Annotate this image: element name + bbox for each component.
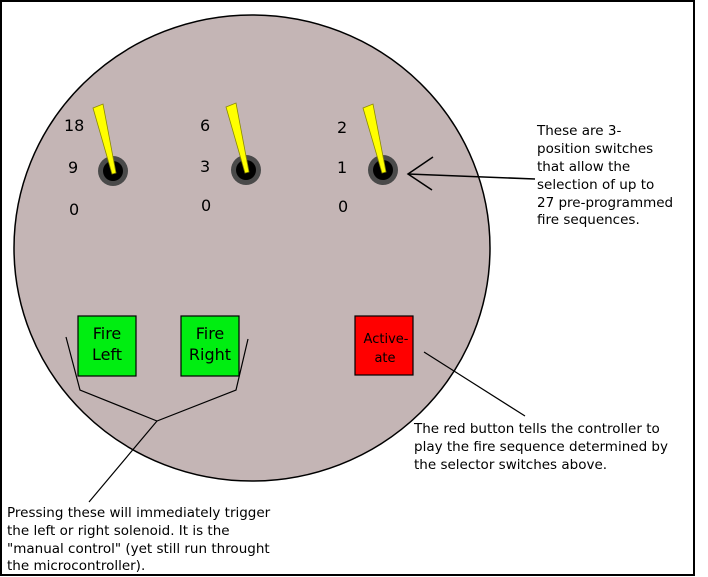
fire-note-line4: the microcontroller).	[7, 558, 145, 574]
switch-2-label-bottom: 0	[201, 196, 211, 215]
switch-2-label-top: 6	[200, 116, 210, 135]
fire-right-label-line2: Right	[189, 345, 231, 364]
switch-3-label-mid: 1	[337, 158, 347, 177]
switch-annotation-arrow	[406, 156, 536, 191]
switches-annotation: These are 3- position switches that allo…	[536, 123, 673, 228]
switches-note-line2: position switches	[537, 141, 653, 157]
activate-label-line2: ate	[374, 351, 395, 366]
activate-leader-line	[423, 351, 526, 417]
fire-left-button-face[interactable]	[77, 315, 137, 377]
fire-right-label-line1: Fire	[196, 324, 225, 343]
selector-switch-2[interactable]: 6 3 0	[200, 102, 261, 215]
activate-button[interactable]: Active- ate	[354, 315, 414, 376]
switch-1-label-bottom: 0	[69, 200, 79, 219]
selector-switch-3[interactable]: 2 1 0	[337, 103, 398, 216]
selector-switch-1[interactable]: 18 9 0	[64, 103, 128, 219]
activate-button-face[interactable]	[354, 315, 414, 376]
switch-3-label-bottom: 0	[338, 197, 348, 216]
fire-right-button-face[interactable]	[180, 315, 240, 377]
switch-1-label-mid: 9	[68, 158, 78, 177]
fire-left-button[interactable]: Fire Left	[77, 315, 137, 377]
switches-note-line5: 27 pre-programmed	[537, 195, 673, 211]
activate-note-line2: play the fire sequence determined by	[414, 439, 668, 455]
control-panel	[13, 14, 491, 482]
fire-annotation: Pressing these will immediately trigger …	[7, 505, 271, 574]
fire-left-label-line1: Fire	[93, 324, 122, 343]
activate-note-line3: the selector switches above.	[414, 457, 607, 473]
fire-left-label-line2: Left	[92, 345, 122, 364]
switch-1-pointer	[92, 103, 117, 175]
switches-note-line6: fire sequences.	[537, 212, 640, 228]
activate-note-line1: The red button tells the controller to	[413, 421, 660, 437]
fire-right-button[interactable]: Fire Right	[180, 315, 240, 377]
switches-note-line4: selection of up to	[537, 177, 654, 193]
switches-note-line1: These are 3-	[536, 123, 621, 139]
fire-note-line2: the left or right solenoid. It is the	[7, 523, 230, 539]
activate-label-line1: Active-	[364, 332, 409, 347]
fire-buttons-bracket	[65, 336, 249, 503]
switch-3-label-top: 2	[337, 118, 347, 137]
switch-2-label-mid: 3	[200, 157, 210, 176]
activate-annotation: The red button tells the controller to p…	[413, 421, 668, 473]
fire-note-line1: Pressing these will immediately trigger	[7, 505, 271, 521]
switch-3-pointer	[362, 103, 387, 174]
switches-note-line3: that allow the	[537, 159, 630, 175]
fire-note-line3: "manual control" (yet still run throught	[7, 541, 270, 557]
switch-1-label-top: 18	[64, 116, 84, 135]
switch-2-pointer	[225, 102, 250, 174]
